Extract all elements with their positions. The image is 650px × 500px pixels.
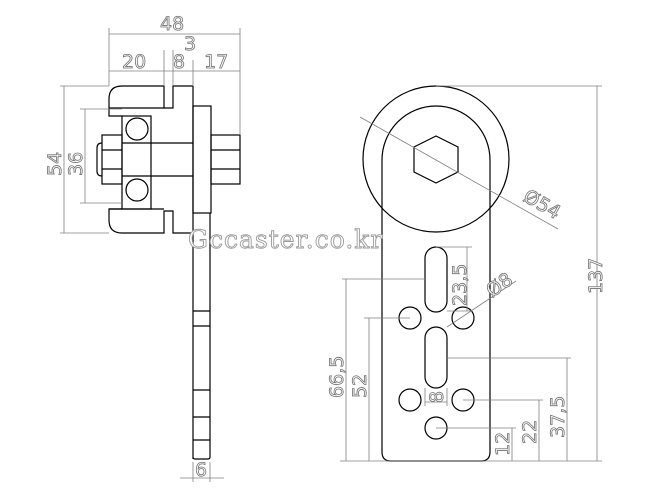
dim-22: 22 <box>519 420 541 444</box>
dim-8-side: 8 <box>173 51 185 73</box>
hex-axle <box>413 135 459 184</box>
dim-137: 137 <box>585 258 607 294</box>
side-view-outline <box>96 85 241 459</box>
hole <box>451 306 475 330</box>
dim-37-5: 37,5 <box>547 396 569 438</box>
wheel-circle <box>362 85 510 233</box>
dim-8-slot: 8 <box>426 391 448 403</box>
dim-52: 52 <box>349 374 371 398</box>
lower-slot <box>424 326 448 389</box>
upper-slot <box>424 246 448 313</box>
side-plate <box>192 213 211 460</box>
front-dimensions: Ø54 137 23,5 Ø8 8 66,5 52 37,5 22 12 <box>326 85 607 462</box>
bearing-ball-bottom <box>125 178 149 202</box>
dim-6: 6 <box>195 459 207 481</box>
dim-diameter-8: Ø8 <box>482 269 517 303</box>
front-plate <box>381 105 491 462</box>
dim-12: 12 <box>492 432 514 456</box>
dim-20: 20 <box>122 51 146 73</box>
bearing-ball-top <box>125 117 149 141</box>
dim-diameter-54: Ø54 <box>520 185 565 224</box>
dim-17: 17 <box>204 51 228 73</box>
side-dimensions: 48 3 20 8 17 54 36 6 <box>44 13 241 482</box>
dim-66-5: 66,5 <box>326 356 348 398</box>
dim-54: 54 <box>44 152 66 176</box>
side-view: 48 3 20 8 17 54 36 6 <box>44 13 241 482</box>
dim-3: 3 <box>184 33 196 55</box>
watermark: Gccaster.co.kr <box>188 225 383 254</box>
dim-23-5: 23,5 <box>449 264 471 306</box>
hole <box>398 388 422 412</box>
dim-48: 48 <box>160 13 184 35</box>
dim-36: 36 <box>65 152 87 176</box>
front-view: Ø54 137 23,5 Ø8 8 66,5 52 37,5 22 12 <box>326 85 607 462</box>
